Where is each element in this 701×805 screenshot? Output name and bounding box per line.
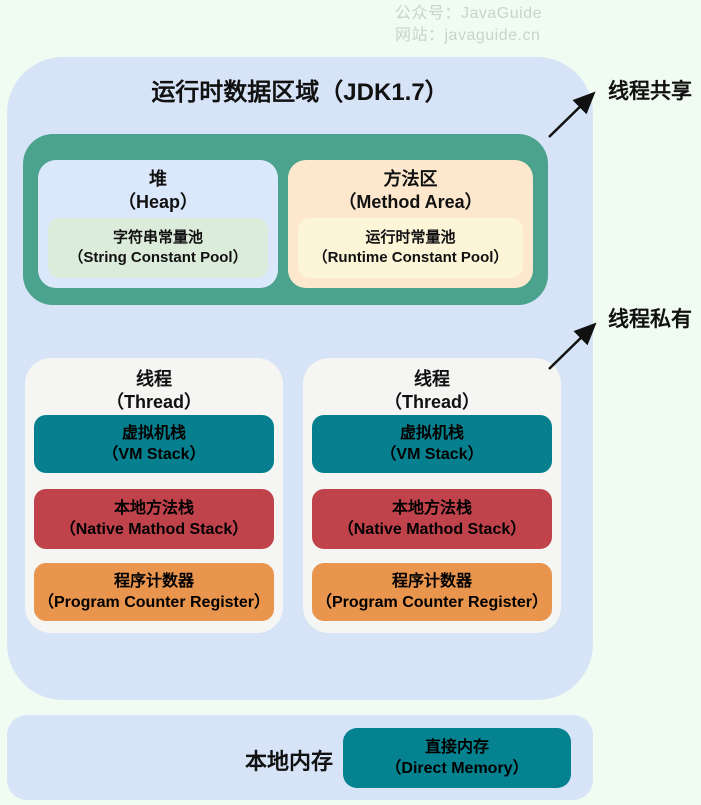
thread-box-right: 线程 （Thread） 虚拟机栈 （VM Stack） 本地方法栈 （Nativ… xyxy=(303,358,561,633)
direct-memory-box: 直接内存 （Direct Memory） xyxy=(343,728,571,788)
native-stack-right-en: （Native Mathod Stack） xyxy=(337,521,527,538)
thread-left-title-zh: 线程 xyxy=(136,369,172,389)
runtime-pool-zh: 运行时常量池 xyxy=(365,229,456,246)
program-counter-block-left: 程序计数器 （Program Counter Register） xyxy=(34,563,274,621)
native-stack-left-en: （Native Mathod Stack） xyxy=(59,521,249,538)
program-counter-block-right: 程序计数器 （Program Counter Register） xyxy=(312,563,552,621)
thread-right-title: 线程 （Thread） xyxy=(303,368,561,414)
vm-stack-block-right: 虚拟机栈 （VM Stack） xyxy=(312,415,552,473)
heap-box: 堆 （Heap） 字符串常量池 （String Constant Pool） xyxy=(38,160,278,288)
watermark-line-2: 网站：javaguide.cn xyxy=(395,27,541,44)
method-area-title-en: （Method Area） xyxy=(338,192,483,212)
thread-shared-label: 线程共享 xyxy=(608,80,692,103)
vm-stack-left-zh: 虚拟机栈 xyxy=(121,425,186,442)
thread-box-left: 线程 （Thread） 虚拟机栈 （VM Stack） 本地方法栈 （Nativ… xyxy=(25,358,283,633)
heap-title: 堆 （Heap） xyxy=(38,168,278,214)
watermark-line-1: 公众号：JavaGuide xyxy=(395,5,542,22)
watermark: 公众号：JavaGuide 网站：javaguide.cn xyxy=(395,3,542,47)
pcr-left-en: （Program Counter Register） xyxy=(37,594,271,611)
heap-title-zh: 堆 xyxy=(149,169,167,189)
runtime-data-area: 运行时数据区域（JDK1.7） 堆 （Heap） 字符串常量池 （String … xyxy=(7,57,593,700)
thread-right-title-zh: 线程 xyxy=(414,369,450,389)
native-memory-label: 本地内存 xyxy=(244,749,333,774)
pcr-right-zh: 程序计数器 xyxy=(391,573,472,590)
direct-memory-zh: 直接内存 xyxy=(424,739,489,756)
native-stack-right-zh: 本地方法栈 xyxy=(391,500,472,517)
thread-left-title-en: （Thread） xyxy=(105,392,202,412)
string-constant-pool-box: 字符串常量池 （String Constant Pool） xyxy=(48,218,268,278)
pcr-left-zh: 程序计数器 xyxy=(113,573,194,590)
thread-left-title: 线程 （Thread） xyxy=(25,368,283,414)
heap-title-en: （Heap） xyxy=(117,192,198,212)
string-pool-en: （String Constant Pool） xyxy=(68,249,248,266)
pcr-right-en: （Program Counter Register） xyxy=(315,594,549,611)
string-pool-zh: 字符串常量池 xyxy=(112,229,203,246)
method-area-title-zh: 方法区 xyxy=(383,169,438,189)
native-memory-container: 本地内存 直接内存 （Direct Memory） xyxy=(7,715,593,800)
runtime-area-title: 运行时数据区域（JDK1.7） xyxy=(151,79,449,106)
native-stack-left-zh: 本地方法栈 xyxy=(113,500,194,517)
vm-stack-block-left: 虚拟机栈 （VM Stack） xyxy=(34,415,274,473)
thread-right-title-en: （Thread） xyxy=(383,392,480,412)
vm-stack-left-en: （VM Stack） xyxy=(102,446,206,463)
direct-memory-en: （Direct Memory） xyxy=(385,760,529,777)
vm-stack-right-en: （VM Stack） xyxy=(380,446,484,463)
thread-private-label: 线程私有 xyxy=(608,308,692,331)
runtime-pool-en: （Runtime Constant Pool） xyxy=(312,249,509,266)
thread-shared-region: 堆 （Heap） 字符串常量池 （String Constant Pool） 方… xyxy=(23,134,548,305)
runtime-constant-pool-box: 运行时常量池 （Runtime Constant Pool） xyxy=(298,218,523,278)
native-method-stack-block-left: 本地方法栈 （Native Mathod Stack） xyxy=(34,489,274,549)
native-method-stack-block-right: 本地方法栈 （Native Mathod Stack） xyxy=(312,489,552,549)
vm-stack-right-zh: 虚拟机栈 xyxy=(399,425,464,442)
method-area-title: 方法区 （Method Area） xyxy=(288,168,533,214)
method-area-box: 方法区 （Method Area） 运行时常量池 （Runtime Consta… xyxy=(288,160,533,288)
